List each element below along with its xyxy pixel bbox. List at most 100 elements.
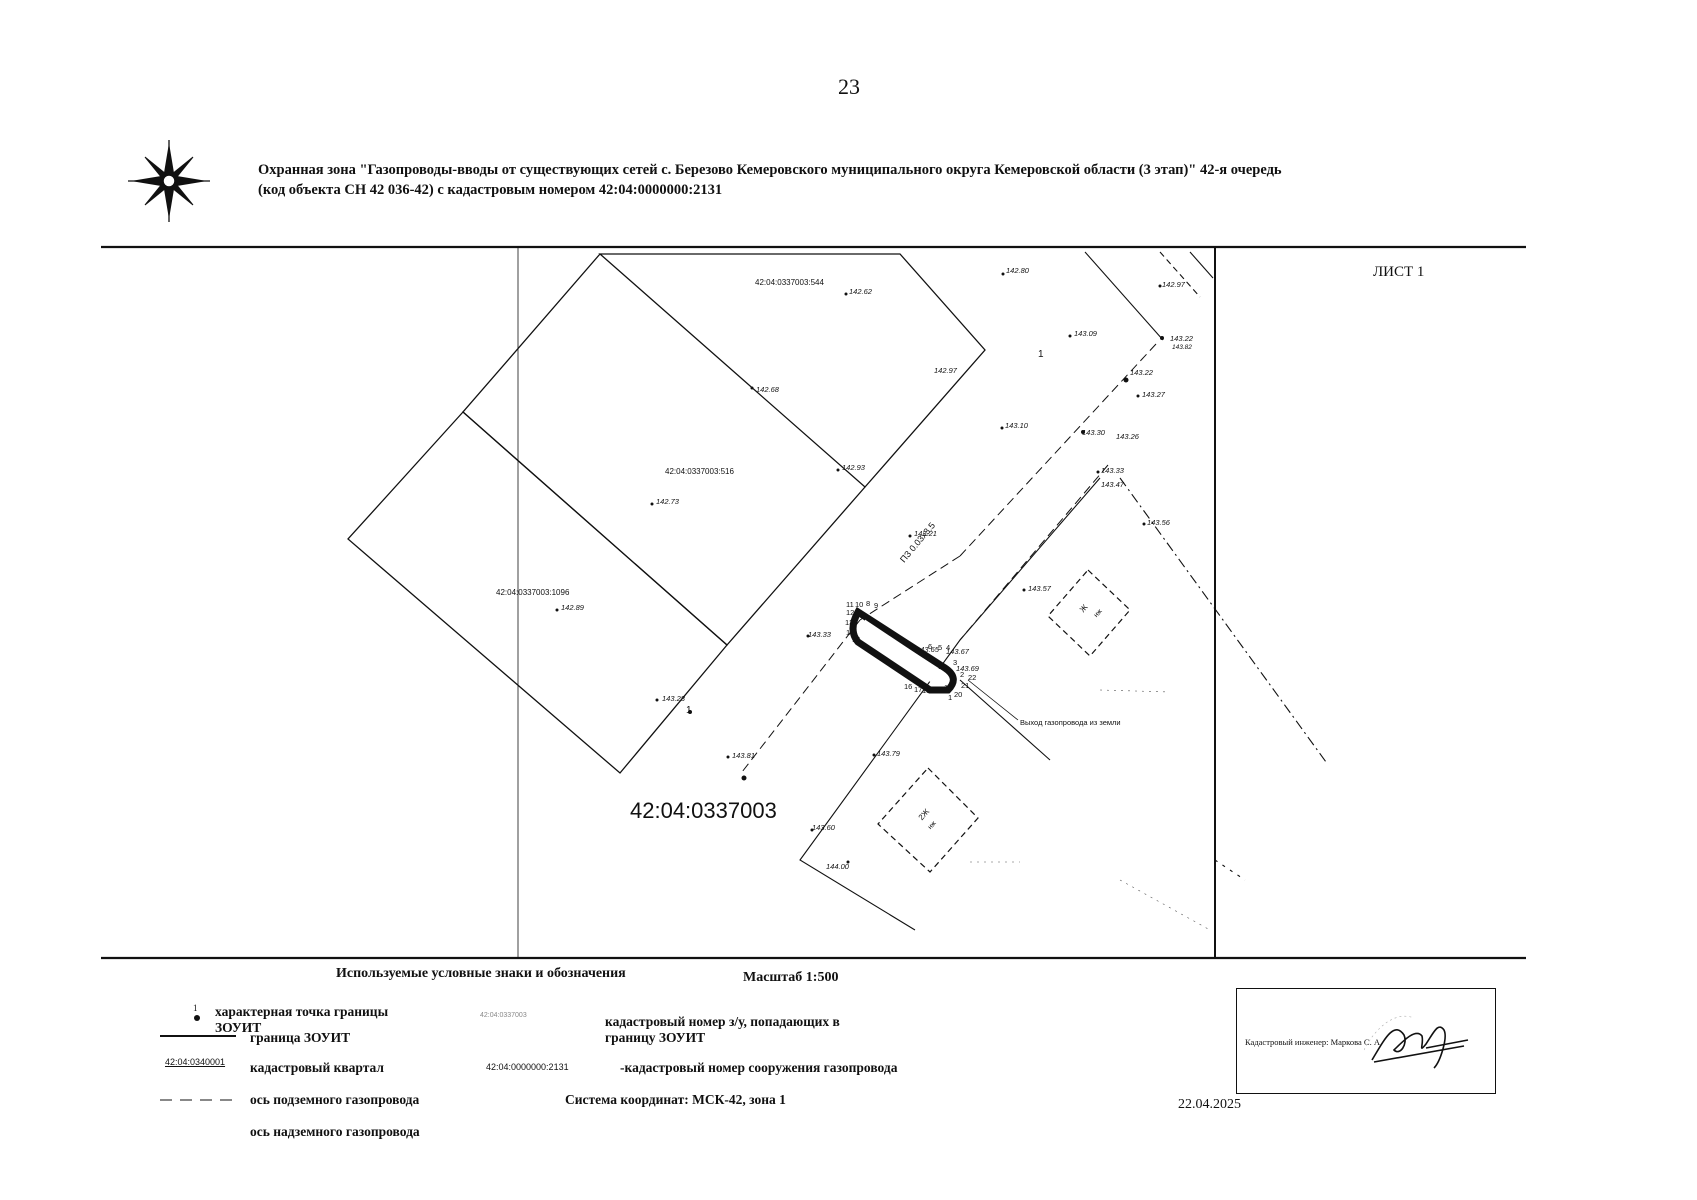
legend-overground-axis: ось надземного газопровода xyxy=(250,1124,420,1139)
legend-structure-number: -кадастровый номер сооружения газопровод… xyxy=(620,1060,898,1075)
parcel-516 xyxy=(462,253,866,646)
underground-gas-axis xyxy=(741,343,1157,773)
coordinate-system: Система координат: МСК-42, зона 1 xyxy=(565,1092,786,1107)
elevation-label: 143.30 xyxy=(1082,428,1105,437)
legend-parcel-sample: 42:04:0337003 xyxy=(480,1012,527,1019)
elevation-label: 143.09 xyxy=(1074,329,1097,338)
elevation-label: 142.89 xyxy=(561,603,584,612)
parcel-544 xyxy=(598,253,986,488)
point-number: 19 xyxy=(944,683,953,692)
legend-title: Используемые условные знаки и обозначени… xyxy=(336,966,626,981)
point-number: 17 xyxy=(914,685,923,694)
legend-quarter: кадастровый квартал xyxy=(250,1060,384,1075)
legend-label: характерная точка границы xyxy=(215,1004,389,1019)
marker-label: 1 xyxy=(1038,349,1044,360)
elevation-label: 143.81 xyxy=(732,751,755,760)
parcel-1096 xyxy=(347,411,728,774)
point-number: 21 xyxy=(961,681,970,690)
point-number: 9 xyxy=(874,601,879,610)
legend-label: кадастровый номер з/у, попадающих в xyxy=(605,1014,840,1029)
parcel-label-516: 42:04:0337003:516 xyxy=(665,467,734,476)
scale-label: Масштаб 1:500 xyxy=(743,970,839,985)
legend-structure-sample: 42:04:0000000:2131 xyxy=(486,1062,569,1072)
elevation-label: 142.80 xyxy=(1006,266,1029,275)
point-number: 11 xyxy=(846,600,854,609)
adjacent-lots xyxy=(799,477,1327,931)
building-zh xyxy=(1047,569,1131,657)
elevation-label: 143.82 xyxy=(1172,344,1192,351)
elevation-label: 143.67 xyxy=(946,647,969,656)
parcel-label-544: 42:04:0337003:544 xyxy=(755,278,824,287)
road-edges xyxy=(1084,251,1214,341)
signature-image xyxy=(1364,1016,1469,1069)
protection-zone xyxy=(849,607,957,694)
boundary-line-icon xyxy=(160,1035,236,1037)
page-number: 23 xyxy=(838,74,860,99)
elevation-label: 143.10 xyxy=(1005,421,1028,430)
legend-underground-axis: ось подземного газопровода xyxy=(250,1092,420,1107)
elevation-label: 143.65 xyxy=(916,645,939,654)
marker-label: 1 xyxy=(686,705,692,716)
building-2zh xyxy=(877,767,979,873)
point-number: 12 xyxy=(846,608,855,617)
elevation-label: 143.69 xyxy=(956,664,979,673)
marker-label: 1 xyxy=(853,612,859,623)
point-number: 2 xyxy=(960,670,965,679)
elevation-label: 142.93 xyxy=(842,463,865,472)
elevation-label: 143.47 xyxy=(1101,480,1124,489)
document-date: 22.04.2025 xyxy=(1178,1097,1241,1112)
legend-label: ЗОУИТ xyxy=(215,1020,262,1035)
legend-quarter-sample: 42:04:0340001 xyxy=(165,1057,226,1067)
legend-parcel-number: кадастровый номер з/у, попадающих в гран… xyxy=(605,1014,840,1046)
elevation-label: 143.33 xyxy=(1101,466,1124,475)
elevation-label: 143.79 xyxy=(877,749,900,758)
point-number: 3 xyxy=(953,658,958,667)
elevation-label: 142.97 xyxy=(1162,280,1185,289)
engineer-stamp xyxy=(1236,988,1496,1094)
point-number: 13 xyxy=(845,618,854,627)
point-number: 16 xyxy=(904,682,913,691)
parcel-label-1096: 42:04:0337003:1096 xyxy=(496,588,570,597)
legend-boundary-point: характерная точка границы ЗОУИТ xyxy=(215,1004,388,1036)
elevation-label: 143.28 xyxy=(662,694,685,703)
elevation-label: 142.62 xyxy=(849,287,872,296)
elevation-label: 143.21 xyxy=(914,529,937,538)
elevation-label: 143.60 xyxy=(812,823,835,832)
faint-marks xyxy=(970,689,1211,931)
point-number: 6 xyxy=(928,642,933,651)
boundary-point-icon xyxy=(194,1015,200,1021)
title-line-1: Охранная зона "Газопроводы-вводы от суще… xyxy=(258,162,1282,178)
point-number: 15 xyxy=(852,635,861,644)
elevation-label: 143.56 xyxy=(1147,518,1170,527)
point-number: 5 xyxy=(938,643,943,652)
parcel-outlines xyxy=(347,253,986,774)
point-number: 8 xyxy=(866,599,871,608)
buildings xyxy=(877,569,1131,873)
legend-label: границу ЗОУИТ xyxy=(605,1030,706,1045)
elevation-label: 142.97 xyxy=(934,366,957,375)
sheet-label: ЛИСТ 1 xyxy=(1373,264,1425,280)
elevation-label: 143.33 xyxy=(808,630,831,639)
title-line-2: (код объекта СН 42 036-42) с кадастровым… xyxy=(258,182,723,198)
elevation-label: 143.22 xyxy=(1130,368,1153,377)
point-number: 10 xyxy=(855,600,864,609)
point-number: 1 xyxy=(948,693,953,702)
compass-rose-icon xyxy=(128,140,210,222)
point-number: 4 xyxy=(946,643,951,652)
elevation-label: 143.26 xyxy=(1116,432,1139,441)
elevation-label: 142.68 xyxy=(756,385,779,394)
point-number: 20 xyxy=(954,690,963,699)
elevation-label: 142.73 xyxy=(656,497,679,506)
legend-point-marker: 1 xyxy=(193,1003,198,1013)
elevation-label: 143.57 xyxy=(1028,584,1051,593)
document-title: Охранная зона "Газопроводы-вводы от суще… xyxy=(258,160,1282,200)
map-frame xyxy=(101,245,1526,960)
engineer-stamp-text: Кадастровый инженер: Маркова С. А. xyxy=(1245,1037,1383,1047)
point-number: 22 xyxy=(968,673,977,682)
elevation-label: 143.27 xyxy=(1142,390,1165,399)
elevation-label: 143.22 xyxy=(1170,334,1193,343)
elevation-label: 144.00 xyxy=(826,862,849,871)
point-number: 14 xyxy=(846,628,855,637)
quarter-label: 42:04:0337003 xyxy=(630,798,777,823)
